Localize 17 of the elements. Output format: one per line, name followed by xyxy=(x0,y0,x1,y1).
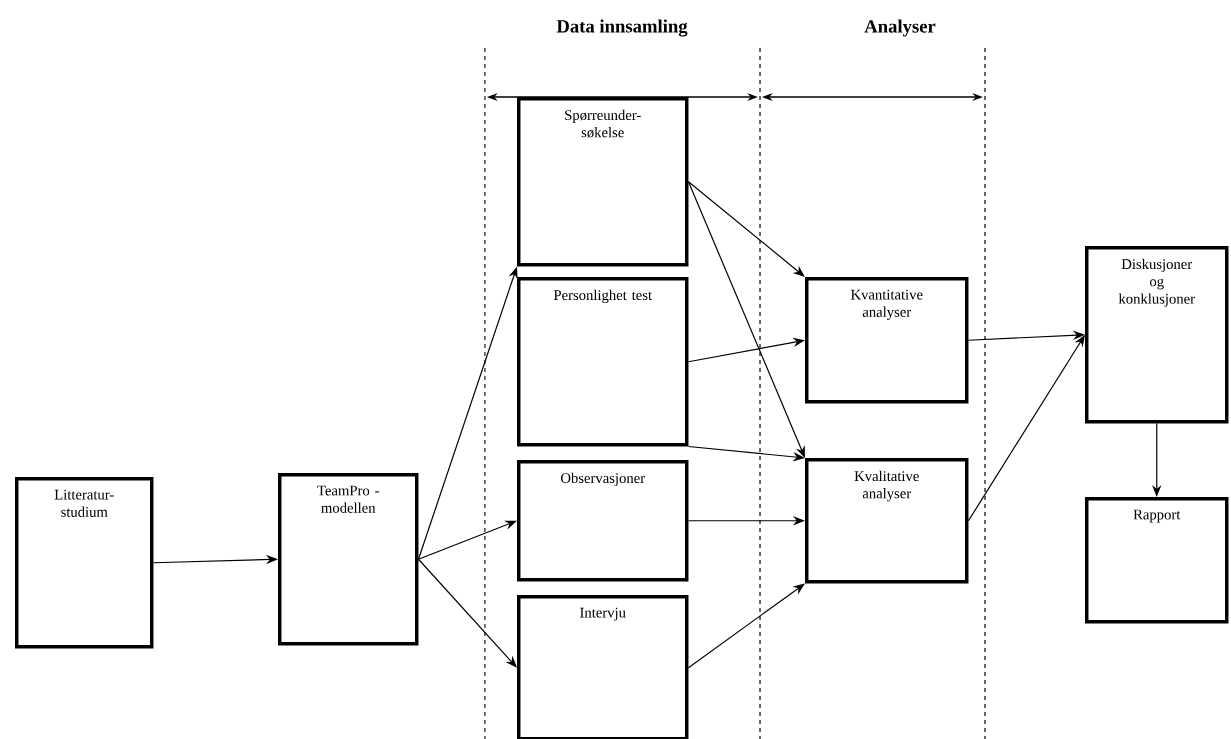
arrow xyxy=(417,558,517,668)
process-box: Spørreunder-søkelse xyxy=(517,97,689,267)
arrow xyxy=(687,181,805,277)
column-heading: Analyser xyxy=(864,19,936,37)
process-box: Personlighet test xyxy=(517,277,689,447)
process-box: Intervju xyxy=(517,595,689,739)
process-box: Kvantitative analyser xyxy=(805,277,969,404)
arrow xyxy=(687,583,805,669)
process-box: Kvalitative analyser xyxy=(805,458,969,584)
arrow xyxy=(687,181,805,458)
arrow xyxy=(417,520,517,560)
process-box: Litteratur-studium xyxy=(15,477,154,649)
column-heading: Data innsamling xyxy=(556,19,688,37)
process-box: Diskusjoner og konklusjoner xyxy=(1085,246,1229,424)
process-box: TeamPro - modellen xyxy=(278,473,419,646)
process-box: Rapport xyxy=(1085,497,1229,624)
process-box: Observasjoner xyxy=(517,460,689,582)
